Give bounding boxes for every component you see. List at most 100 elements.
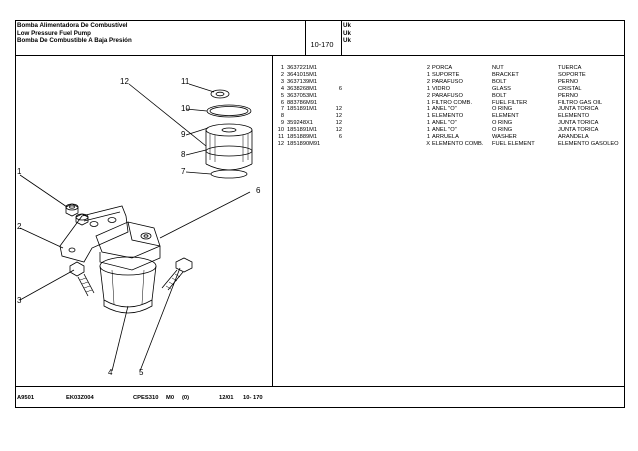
parts-cell-es: JUNTA TORICA [558, 120, 599, 127]
parts-cell-part-no: 3641015M1 [287, 71, 318, 78]
footer-model: CPES310 [133, 395, 159, 401]
parts-cell-es: ELEMENTO [558, 113, 590, 120]
parts-cell-qty-ref: 12 [335, 113, 342, 120]
parts-cell-part-no: 3637221M1 [287, 65, 318, 71]
parts-cell-en: O RING [492, 127, 513, 134]
parts-cell-en: FUEL ELEMENT [492, 140, 535, 147]
parts-cell-en: O RING [492, 106, 513, 113]
title-pt: Bomba Alimentadora De Combustível [17, 22, 128, 29]
leader-3 [19, 269, 75, 301]
leader-10 [185, 108, 208, 112]
parts-cell-qty: 2 [426, 78, 430, 85]
leader-6 [159, 191, 251, 239]
footer-code2: EK03Z004 [66, 395, 94, 401]
parts-cell-es: FILTRO GAS OIL [558, 99, 603, 106]
lang-code: Uk [343, 22, 351, 29]
header-titles: Bomba Alimentadora De Combustível Low Pr… [17, 23, 132, 46]
parts-cell-en: O RING [492, 120, 513, 127]
parts-cell-en: GLASS [492, 85, 511, 92]
diagram-divider [272, 55, 273, 386]
parts-cell-qty-ref: 12 [335, 120, 342, 127]
parts-cell-pt: SUPORTE [432, 71, 460, 78]
parts-cell-item: 9 [280, 120, 284, 127]
parts-cell-en: BOLT [492, 92, 507, 99]
parts-cell-qty-ref: 12 [335, 127, 342, 134]
parts-cell-qty: 1 [426, 99, 430, 106]
leader-7 [185, 171, 212, 175]
parts-cell-part-no: 1851891M1 [287, 127, 318, 134]
parts-cell-pt: ELEMENTO [432, 113, 464, 120]
parts-cell-item: 10 [277, 127, 284, 134]
parts-cell-qty: 1 [426, 127, 430, 134]
leader-9 [185, 127, 209, 136]
parts-cell-qty: 1 [426, 85, 430, 92]
callout-9: 9 [181, 130, 186, 139]
parts-cell-qty: 1 [426, 120, 430, 127]
callout-8: 8 [181, 150, 186, 159]
footer-m: M0 [166, 395, 175, 401]
parts-cell-es: PERNO [558, 92, 579, 99]
parts-cell-qty: 2 [426, 65, 430, 71]
parts-cell-en: ELEMENT [492, 113, 519, 120]
callout-10: 10 [181, 104, 190, 113]
parts-cell-qty-ref: 6 [338, 85, 342, 92]
footer-paren: (0) [182, 395, 190, 401]
parts-cell-qty: X [426, 140, 430, 147]
parts-cell-item: 2 [280, 71, 284, 78]
footer-page: 10- 170 [243, 395, 263, 401]
parts-cell-part-no: 359248X1 [287, 120, 313, 127]
callout-7: 7 [181, 167, 186, 176]
callout-4: 4 [108, 368, 113, 377]
parts-cell-qty: 2 [426, 92, 430, 99]
leader-12 [128, 83, 207, 147]
callout-2: 2 [17, 222, 22, 231]
parts-cell-es: CRISTAL [558, 85, 582, 92]
parts-cell-en: FUEL FILTER [492, 99, 528, 106]
washer-part [210, 89, 230, 99]
callout-3: 3 [17, 296, 22, 305]
leader-1 [19, 174, 68, 208]
callout-6: 6 [256, 186, 261, 195]
leader-2 [19, 227, 64, 249]
parts-cell-es: TUERCA [558, 65, 582, 71]
parts-cell-item: 7 [280, 106, 284, 113]
parts-cell-en: WASHER [492, 134, 517, 140]
header-divider-v2 [341, 21, 342, 55]
title-en: Low Pressure Fuel Pump [17, 29, 91, 37]
parts-cell-es: SOPORTE [558, 71, 586, 78]
parts-cell-item: 5 [280, 92, 284, 99]
leader-4 [111, 305, 129, 372]
parts-cell-qty: 1 [426, 134, 430, 140]
leader-5 [139, 267, 181, 372]
parts-cell-pt: PARAFUSO [432, 92, 463, 99]
parts-cell-part-no: 3637139M1 [287, 78, 318, 85]
header-divider [16, 55, 624, 56]
parts-cell-qty-ref: 12 [335, 106, 342, 113]
header-divider-v1 [305, 21, 306, 55]
parts-cell-item: 6 [280, 99, 284, 106]
parts-cell-pt: VIDRO [432, 85, 451, 92]
parts-cell-qty-ref: 6 [338, 134, 342, 140]
parts-cell-item: 1 [280, 65, 284, 71]
lang-codes: Uk Uk Uk [343, 23, 351, 46]
parts-cell-en: BOLT [492, 78, 507, 85]
parts-cell-en: NUT [492, 65, 504, 71]
lang-code: Uk [343, 37, 351, 44]
parts-cell-es: JUNTA TORICA [558, 106, 599, 113]
callout-11: 11 [181, 77, 190, 86]
leader-8 [185, 149, 207, 156]
parts-cell-item: 3 [280, 78, 284, 85]
parts-cell-item: 8 [280, 113, 284, 120]
parts-cell-pt: PARAFUSO [432, 78, 463, 85]
parts-cell-part-no: 1851890M91 [287, 140, 321, 147]
parts-cell-qty: 1 [426, 71, 430, 78]
page-frame [15, 20, 625, 408]
parts-cell-es: ELEMENTO GASOLEO [558, 140, 619, 147]
parts-cell-en: BRACKET [492, 71, 519, 78]
parts-cell-part-no: 1851889M1 [287, 134, 318, 140]
parts-cell-pt: ELEMENTO COMB. [432, 140, 484, 147]
parts-cell-item: 4 [280, 85, 284, 92]
parts-cell-qty: 1 [426, 106, 430, 113]
footer-date: 12/01 [219, 395, 234, 401]
